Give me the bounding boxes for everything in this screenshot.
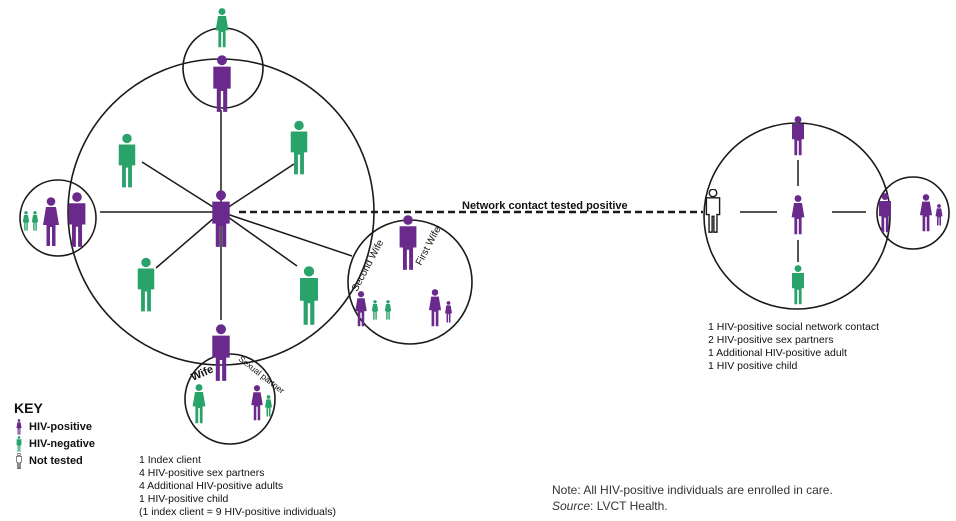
first-wife-label: First Wife xyxy=(414,225,444,268)
left-household-circle xyxy=(19,179,97,257)
link-lower-right xyxy=(220,211,298,267)
source-label: Source xyxy=(552,499,591,513)
legend-title: KEY xyxy=(14,400,43,416)
person-icon-negative xyxy=(215,8,229,48)
summary-line: 4 Additional HIV-positive adults xyxy=(139,480,284,492)
summary-line: 2 HIV-positive sex partners xyxy=(708,334,834,346)
person-icon-not-tested xyxy=(14,453,24,469)
person-icon-positive xyxy=(213,55,231,112)
person-icon-positive xyxy=(919,194,933,232)
figure-note: Note: All HIV-positive individuals are e… xyxy=(552,482,833,514)
person-icon-positive xyxy=(791,195,805,235)
network-links xyxy=(100,110,353,320)
person-icon-negative xyxy=(300,266,318,325)
person-icon-negative xyxy=(290,120,308,175)
person-icon-negative xyxy=(14,436,24,452)
summary-line: 1 HIV positive child xyxy=(708,360,798,372)
person-icon-positive xyxy=(14,419,24,435)
source-line: Source: LVCT Health. xyxy=(552,498,833,514)
contact-household-circle xyxy=(876,176,950,250)
contact-summary: 1 HIV-positive social network contact 2 … xyxy=(708,321,879,373)
link-upper-left xyxy=(141,161,222,213)
person-icon-positive xyxy=(935,204,943,226)
index-summary: 1 Index client 4 HIV-positive sex partne… xyxy=(139,454,336,519)
person-icon-negative xyxy=(792,265,804,305)
second-wife-label: Second Wife xyxy=(350,238,387,294)
source-text: : LVCT Health. xyxy=(590,499,668,513)
person-icon-not-tested xyxy=(705,189,721,233)
network-contact-label: Network contact tested positive xyxy=(462,200,628,212)
person-icon-positive xyxy=(251,385,263,421)
summary-line: (1 index client = 9 HIV-positive individ… xyxy=(139,506,336,518)
summary-line: 1 Additional HIV-positive adult xyxy=(708,347,847,359)
link-wives xyxy=(220,211,353,257)
legend: KEY HIV-positive HIV-negative Not tested xyxy=(14,400,95,469)
person-icon-negative xyxy=(137,257,155,312)
people-contact-network xyxy=(705,116,943,305)
note-text: Note: All HIV-positive individuals are e… xyxy=(552,483,833,497)
person-icon-negative xyxy=(371,300,379,320)
legend-label: HIV-negative xyxy=(29,437,96,450)
summary-line: 1 HIV-positive child xyxy=(139,493,229,505)
legend-item-not-tested: Not tested xyxy=(14,452,95,469)
person-icon-positive xyxy=(428,289,442,327)
wife-label: Wife xyxy=(189,363,215,383)
person-icon-negative xyxy=(31,211,39,231)
legend-item-positive: HIV-positive xyxy=(14,418,95,435)
link-lower-left xyxy=(155,211,222,269)
contact-network-links xyxy=(740,160,866,262)
summary-line: 4 HIV-positive sex partners xyxy=(139,467,265,479)
person-icon-positive xyxy=(212,324,230,381)
legend-item-negative: HIV-negative xyxy=(14,435,95,452)
bottom-household-circle xyxy=(184,353,276,445)
person-icon-negative xyxy=(384,300,392,320)
person-icon-negative xyxy=(22,211,30,231)
summary-line: 1 HIV-positive social network contact xyxy=(708,321,879,333)
legend-label: Not tested xyxy=(29,454,83,467)
person-icon-positive xyxy=(792,116,804,156)
link-upper-right xyxy=(220,163,295,213)
person-icon-positive xyxy=(43,197,59,246)
summary-line: 1 Index client xyxy=(139,454,201,466)
person-icon-negative xyxy=(118,133,136,188)
person-icon-negative xyxy=(192,384,206,424)
person-icon-negative xyxy=(264,395,273,417)
legend-label: HIV-positive xyxy=(29,420,92,433)
person-icon-positive xyxy=(444,301,453,323)
